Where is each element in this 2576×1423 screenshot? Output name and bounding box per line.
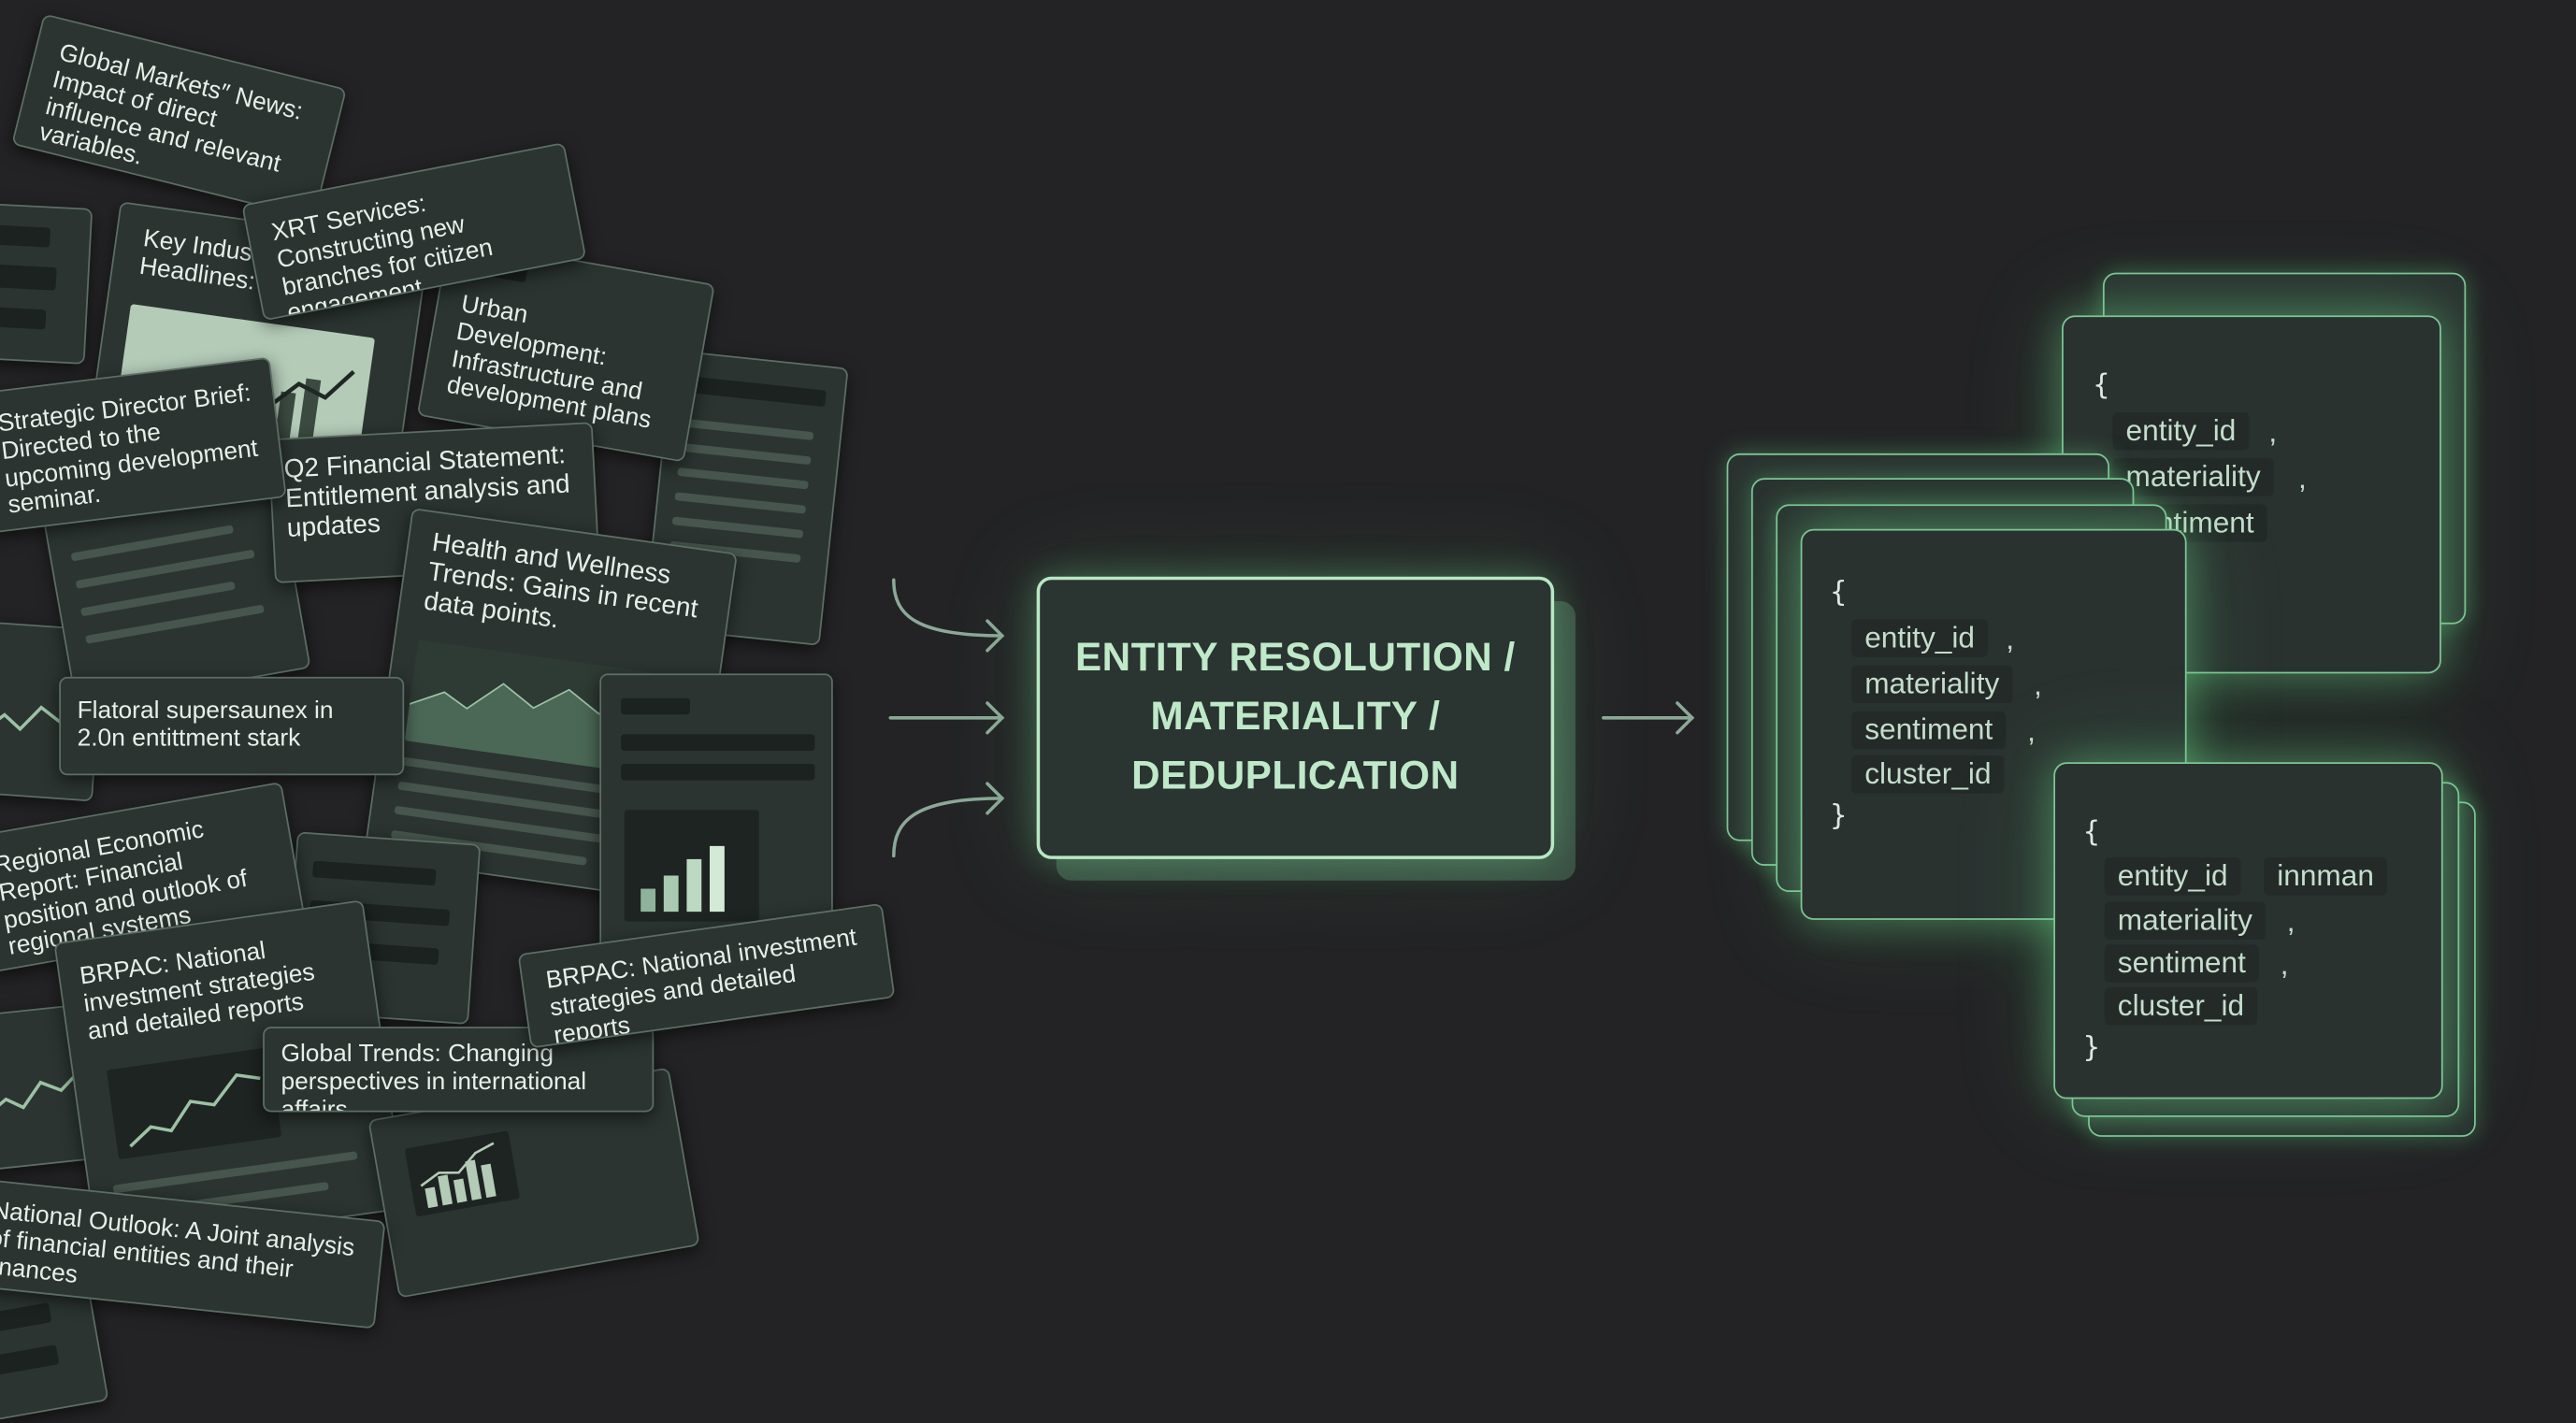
document-card-global-markets: Global Markets″ News: Impact of direct i…	[11, 13, 347, 221]
document-card-global-trends: Global Trends: Changing perspectives in …	[263, 1027, 655, 1113]
document-card-generic-left	[0, 202, 94, 365]
close-brace: }	[1830, 799, 1848, 833]
field-comma: ,	[2006, 622, 2015, 656]
field-materiality: materiality	[2112, 458, 2274, 496]
document-card-flatoral: Flatoral supersaunex in 2.0n entittment …	[59, 676, 405, 776]
field-materiality: materiality	[1851, 665, 2013, 703]
field-entity-id: entity_id	[1851, 619, 1989, 657]
document-title: Strategic Director Brief: Directed to th…	[0, 379, 260, 521]
field-sentiment: sentiment	[1851, 711, 2007, 750]
field-comma: ,	[2280, 947, 2289, 981]
process-line-2: MATERIALITY /	[1150, 695, 1441, 740]
document-title: Flatoral supersaunex in 2.0n entittment …	[77, 696, 334, 753]
open-brace: {	[2082, 816, 2100, 850]
document-title: Global Trends: Changing perspectives in …	[281, 1040, 587, 1113]
open-brace: {	[2093, 369, 2110, 403]
output-card-bottom: { entity_id innman materiality , sentime…	[2053, 762, 2443, 1100]
document-card-chart-report	[599, 673, 833, 970]
open-brace: {	[1830, 576, 1848, 610]
input-arrows	[888, 578, 1005, 858]
field-sentiment: sentiment	[2104, 944, 2259, 983]
close-brace: }	[2082, 1031, 2100, 1065]
document-title: Health and Wellness Trends: Gains in rec…	[422, 528, 700, 635]
process-line-1: ENTITY RESOLUTION /	[1074, 635, 1516, 681]
field-comma: ,	[2027, 714, 2036, 748]
document-card-small-chart	[367, 1067, 700, 1299]
field-comma: ,	[2298, 461, 2307, 495]
document-card-brpac-left: BRPAC: National investment strategies an…	[53, 899, 407, 1253]
field-comma: ,	[2268, 415, 2278, 449]
document-card-left-chart-2	[0, 1002, 107, 1174]
field-entity-id: entity_id	[2104, 857, 2241, 896]
document-card-key-industry: Key Industry Email Headlines:	[86, 201, 430, 489]
document-title: Global Markets″ News: Impact of direct i…	[36, 38, 306, 178]
field-innman: innman	[2264, 857, 2388, 896]
field-comma: ,	[2034, 668, 2042, 702]
document-title: BRPAC: National investment strategies an…	[544, 923, 858, 1049]
process-box: ENTITY RESOLUTION / MATERIALITY / DEDUPL…	[1036, 576, 1555, 859]
document-title: Urban Development: Infrastructure and de…	[444, 290, 654, 436]
field-comma: ,	[2286, 905, 2295, 939]
field-cluster-id: cluster_id	[1851, 755, 2005, 794]
field-cluster-id: cluster_id	[2104, 986, 2258, 1026]
process-line-3: DEDUPLICATION	[1131, 754, 1460, 798]
output-arrow	[1602, 701, 1695, 735]
field-materiality: materiality	[2104, 901, 2266, 941]
field-entity-id: entity_id	[2112, 412, 2250, 451]
